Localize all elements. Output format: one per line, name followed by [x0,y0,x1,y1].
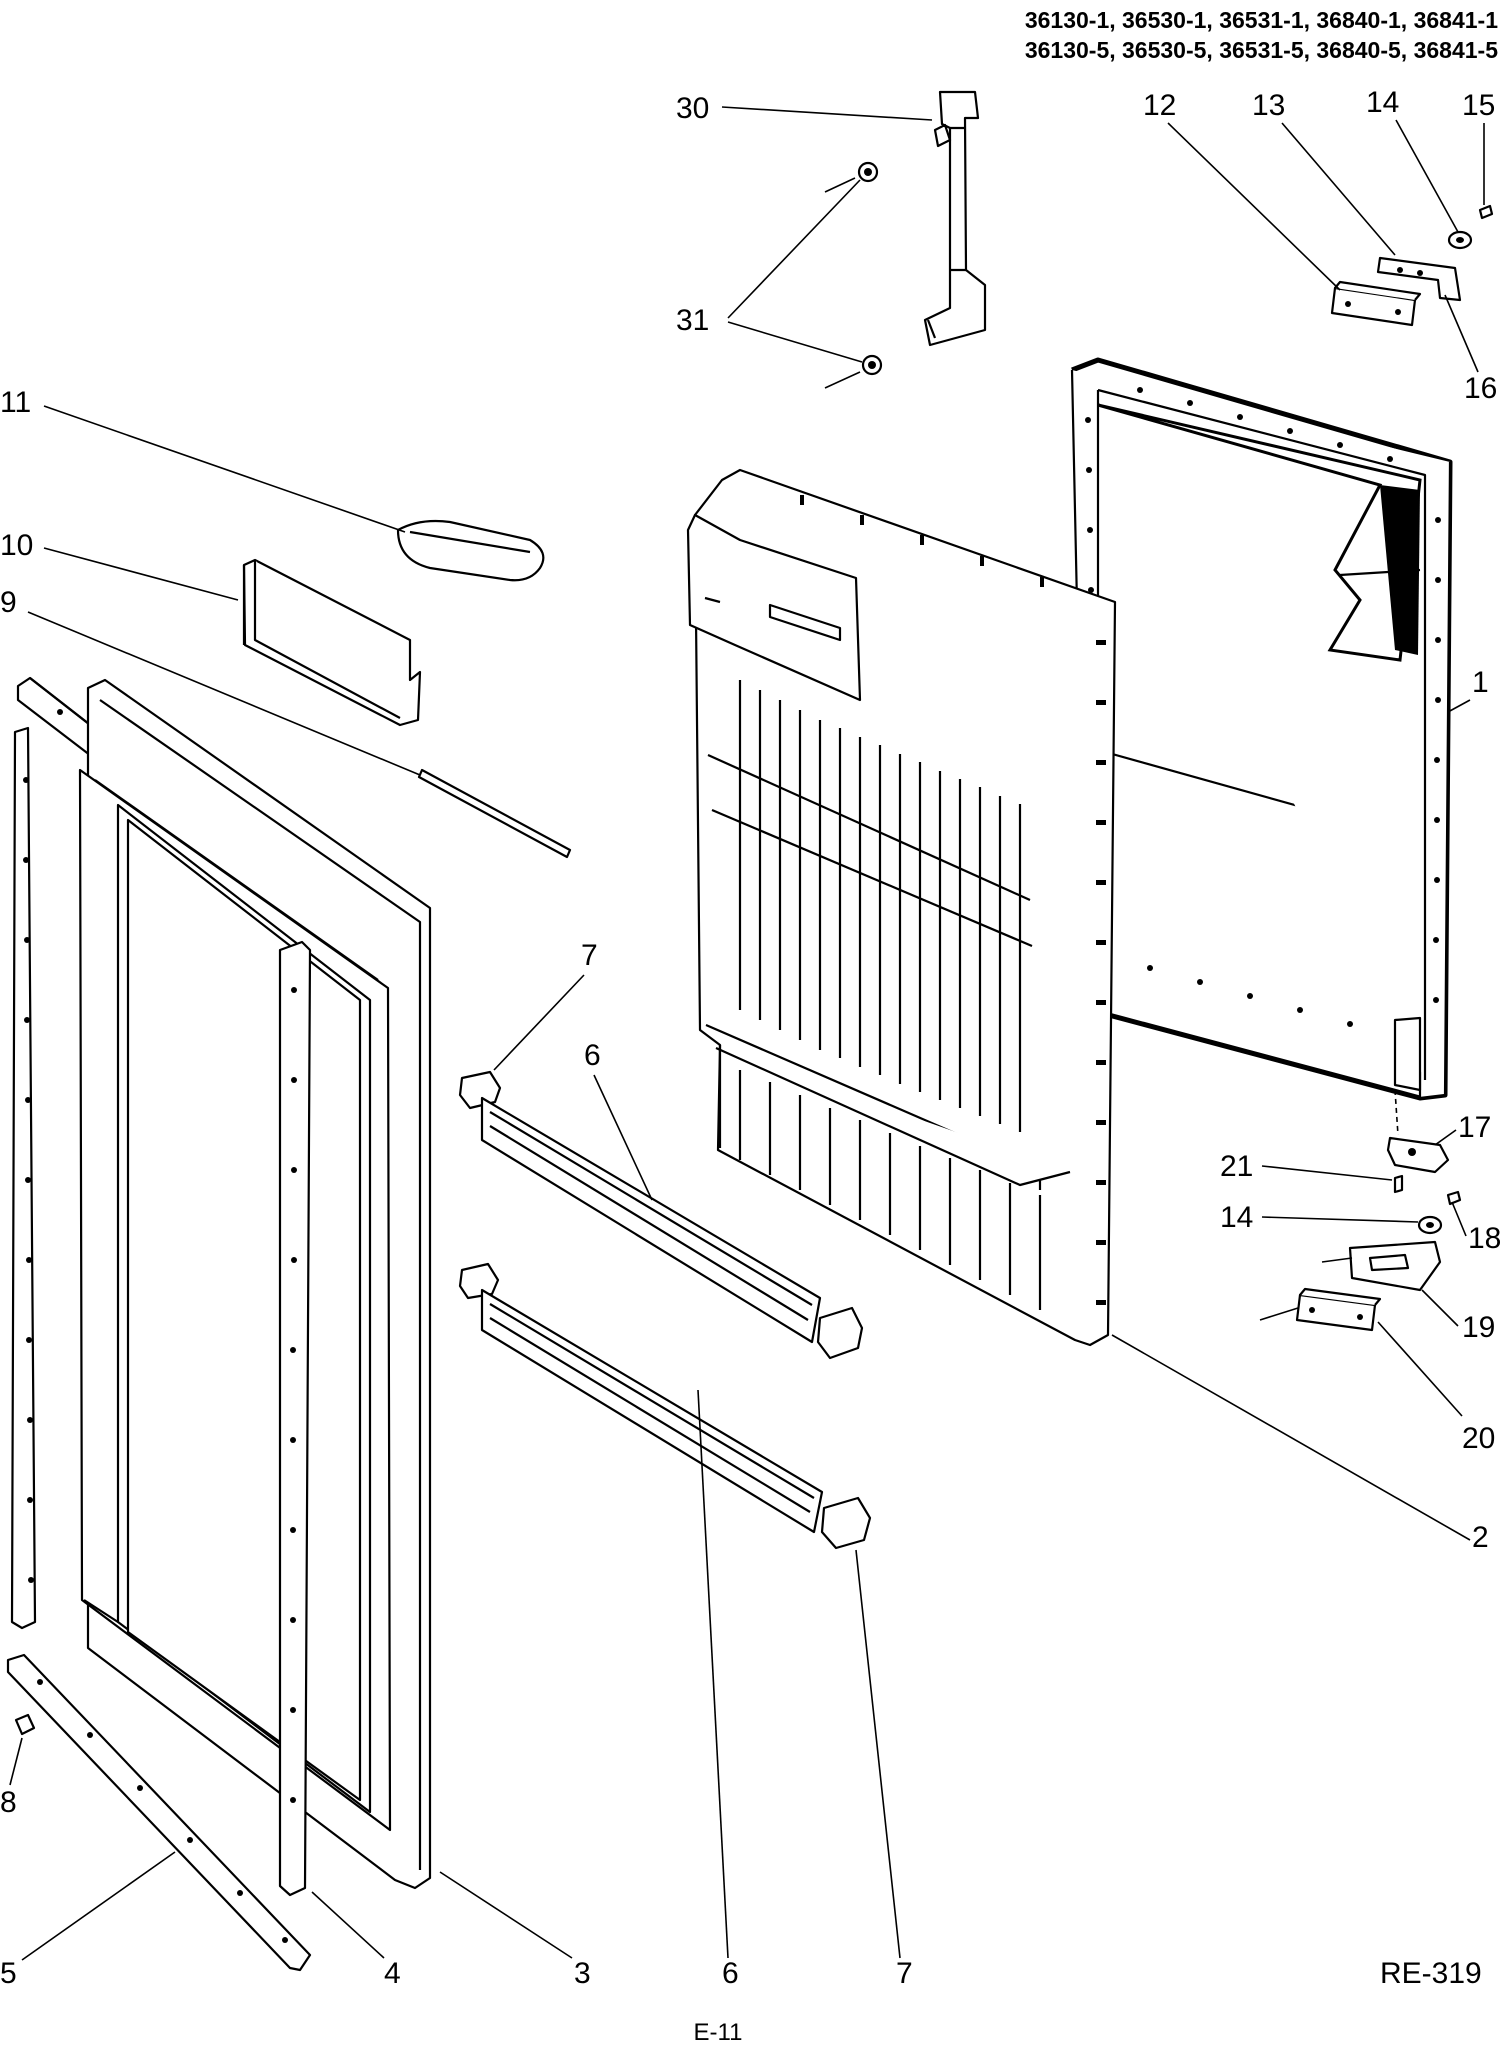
part-30-hinge-bracket [923,90,987,347]
callout-1: 1 [1472,666,1489,699]
part-14-washer-top [1447,230,1473,250]
part-7-end-cap-lower-left [458,1262,500,1300]
part-31-nut-upper [857,161,879,183]
callout-31: 31 [676,304,709,337]
callout-8: 8 [0,1786,17,1819]
model-list-line-2: 36130-5, 36530-5, 36531-5, 36840-5, 3684… [1025,37,1498,63]
callout-17: 17 [1458,1111,1491,1144]
callout-30: 30 [676,92,709,125]
page-number: E-11 [694,2019,743,2046]
leader-31a [727,179,861,319]
callout-16: 16 [1464,372,1497,405]
callout-5: 5 [0,1957,17,1990]
part-7-end-cap-lower-right [820,1496,872,1550]
callout-14-bottom: 14 [1220,1201,1253,1234]
part-18-screw [1446,1190,1462,1206]
callout-7-bottom: 7 [896,1957,913,1990]
callout-11: 11 [0,386,31,419]
model-list-line-1: 36130-1, 36530-1, 36531-1, 36840-1, 3684… [1025,7,1498,33]
part-9-rod [417,768,572,859]
callout-14-top: 14 [1366,86,1399,119]
part-14-washer-bottom [1417,1215,1443,1235]
part-2-door-liner [686,468,1117,1347]
part-12-hinge-spacer-top [1330,280,1422,327]
part-7-end-cap-upper-right [816,1306,864,1360]
callout-15: 15 [1462,89,1495,122]
part-3-door-gasket [78,678,432,1890]
part-4-side-trim [278,940,312,1897]
part-20-hinge-spacer-bottom [1295,1287,1382,1332]
callout-18: 18 [1468,1222,1500,1255]
callout-12: 12 [1143,89,1176,122]
part-17-hinge-pin-plate [1386,1136,1450,1174]
part-21-screw [1393,1174,1404,1194]
drawing-code: RE-319 [1380,1957,1482,1990]
leader-30 [721,106,933,121]
part-19-hinge-bottom [1348,1240,1442,1292]
callout-21: 21 [1220,1150,1253,1183]
callout-6-top: 6 [584,1039,601,1072]
callout-7-top: 7 [581,939,598,972]
callout-4: 4 [384,1957,401,1990]
part-5-trim-bottom [6,1653,312,1972]
part-6-shelf-bar-lower [480,1288,824,1534]
part-6-shelf-bar-upper [480,1096,822,1344]
part-7-end-cap-upper-left [458,1070,502,1110]
callout-6-bottom: 6 [722,1957,739,1990]
callout-20: 20 [1462,1422,1495,1455]
part-10-shelf-retainer [242,558,422,727]
part-13-hinge-top [1376,256,1462,302]
part-11-dairy-door [396,519,545,582]
callout-19: 19 [1462,1311,1495,1344]
callout-10: 10 [0,529,33,562]
callout-3: 3 [574,1957,591,1990]
part-5-trim-left-side [10,726,37,1630]
callout-9: 9 [0,586,17,619]
part-1-door-panel [1070,357,1453,1101]
callout-13: 13 [1252,89,1285,122]
part-15-screw-top [1478,204,1494,220]
leader-31b [727,321,863,363]
part-31-nut-lower [861,354,883,376]
part-8-screw [14,1713,36,1736]
callout-2: 2 [1472,1521,1489,1554]
